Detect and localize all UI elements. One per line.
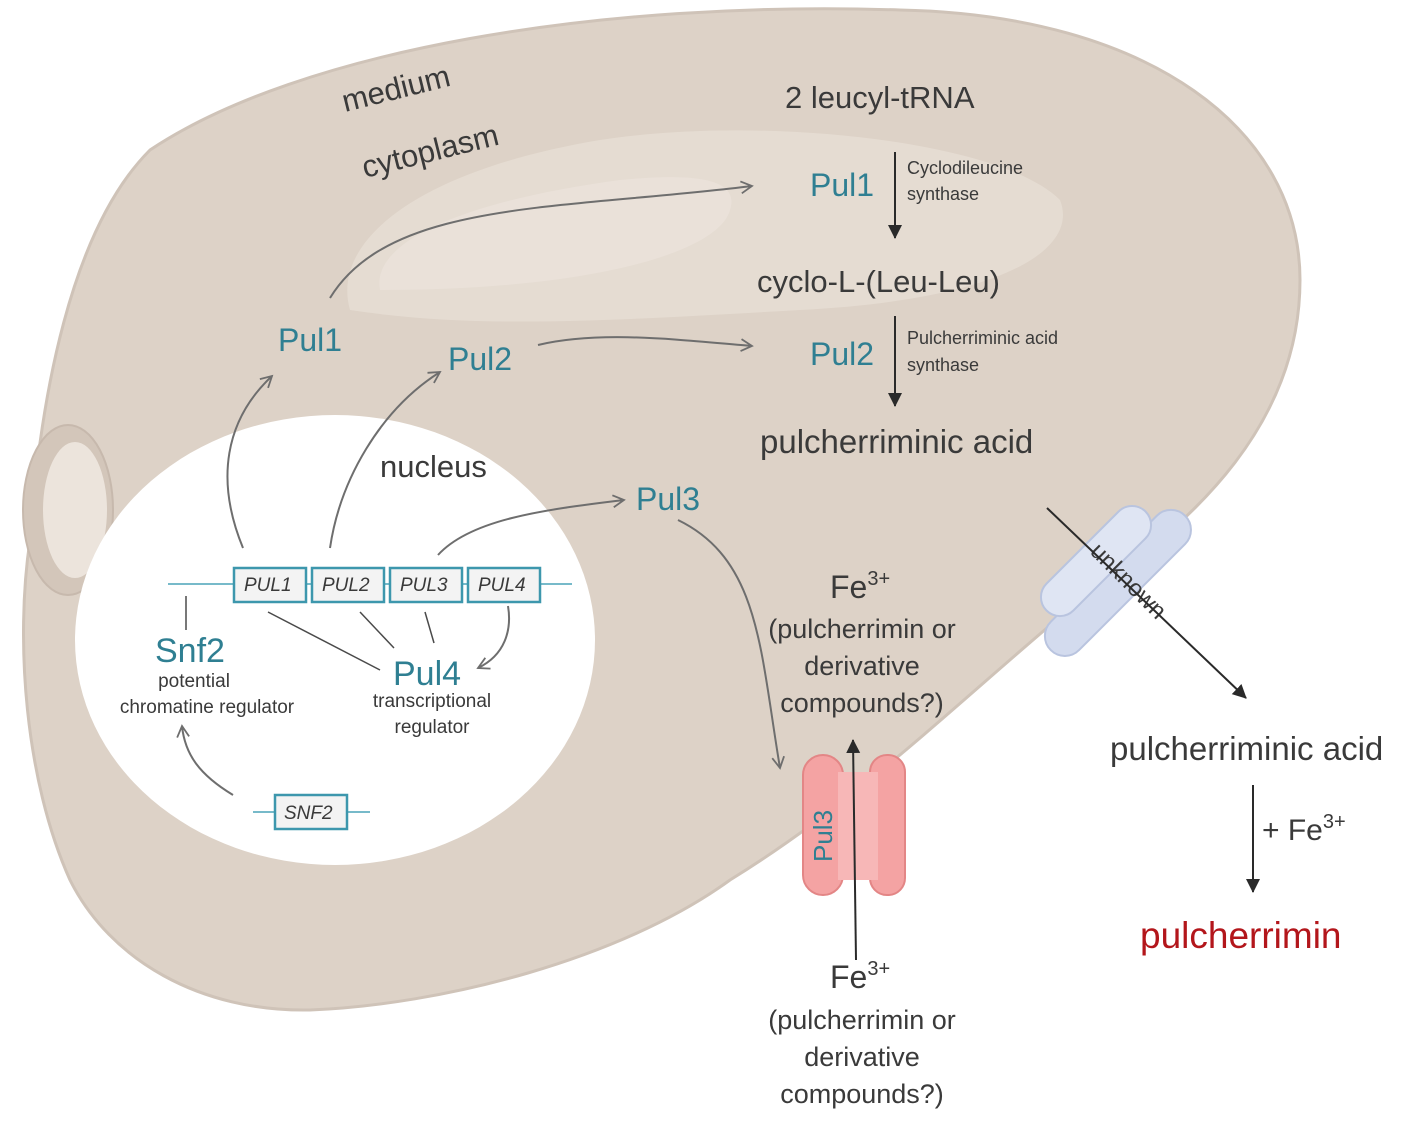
- protein-pul1: Pul1: [278, 322, 342, 358]
- nucleus-label: nucleus: [380, 449, 487, 484]
- arrow-gene-snf2-expression: [176, 724, 234, 796]
- pathway-enzyme-pul1: Pul1: [810, 167, 874, 203]
- gene-pul2: PUL2: [310, 566, 386, 604]
- gene-snf2: SNF2: [273, 793, 349, 831]
- gene-pul3: PUL3: [388, 566, 464, 604]
- arrow-pul3-to-membrane: [677, 519, 785, 770]
- gene-pul1: PUL1: [232, 566, 308, 604]
- protein-pul2: Pul2: [448, 341, 512, 377]
- gene-pul3-label: PUL3: [400, 575, 448, 596]
- arrow-gene-pul2-expression: [329, 370, 442, 549]
- iron-outside-line3: compounds?): [780, 1079, 944, 1109]
- iron-outside-fe: Fe: [830, 959, 867, 995]
- iron-inside-line3: compounds?): [780, 688, 944, 718]
- arrow-iron-import: [846, 739, 861, 961]
- pul4-role-line2: regulator: [395, 717, 471, 738]
- iron-inside-line2: derivative: [804, 651, 920, 681]
- intermediate-cyclodileucine: cyclo-L-(Leu-Leu): [757, 264, 1000, 299]
- final-product-pulcherrimin: pulcherrimin: [1140, 915, 1342, 956]
- iron-inside-symbol: Fe3+: [830, 568, 890, 605]
- iron-outside-symbol: Fe3+: [830, 958, 890, 995]
- nucleus: [75, 415, 595, 865]
- enzyme2-name-line1: Pulcherriminic acid: [907, 328, 1058, 348]
- pul4-role-line1: transcriptional: [373, 691, 491, 712]
- arrow-export-acid: [1046, 507, 1247, 699]
- iron-inside-line1: (pulcherrimin or: [768, 614, 956, 644]
- pul3-transporter-label: Pul3: [808, 810, 838, 862]
- pul4-regulates-pul3: [424, 611, 435, 644]
- iron-outside-line2: derivative: [804, 1042, 920, 1072]
- enzyme1-name-line1: Cyclodileucine: [907, 158, 1023, 178]
- arrow-pul2-to-pathway: [537, 336, 754, 352]
- pul4-regulates-pul1: [267, 611, 381, 671]
- gene-pul1-label: PUL1: [244, 575, 292, 596]
- iron-outside-sup: 3+: [867, 958, 890, 980]
- iron-inside-fe: Fe: [830, 569, 867, 605]
- pathway-enzyme-pul2: Pul2: [810, 336, 874, 372]
- iron-inside-sup: 3+: [867, 568, 890, 590]
- product-pulcherriminic-acid-outside: pulcherriminic acid: [1110, 730, 1383, 767]
- iron-binding-step-prefix: + Fe: [1262, 814, 1323, 847]
- arrow-pul1-to-pathway: [329, 180, 754, 299]
- snf2-role-line1: potential: [158, 671, 230, 692]
- iron-binding-step-sup: 3+: [1323, 811, 1346, 833]
- pul3-transporter: Pul3: [802, 754, 906, 896]
- iron-outside-line1: (pulcherrimin or: [768, 1005, 956, 1035]
- protein-snf2: Snf2: [155, 632, 225, 670]
- substrate-leucyl-trna: 2 leucyl-tRNA: [785, 80, 975, 115]
- arrow-gene-pul4-to-pul4: [476, 605, 510, 670]
- enzyme2-name-line2: synthase: [907, 355, 979, 375]
- gene-pul4-label: PUL4: [478, 575, 526, 596]
- snf2-role-line2: chromatine regulator: [120, 697, 295, 718]
- gene-pul4: PUL4: [466, 566, 542, 604]
- protein-pul4: Pul4: [393, 655, 461, 693]
- product-pulcherriminic-acid-inside: pulcherriminic acid: [760, 423, 1033, 460]
- enzyme1-name-line2: synthase: [907, 184, 979, 204]
- arrow-gene-pul3-expression: [437, 494, 626, 556]
- arrow-gene-pul1-expression: [226, 374, 274, 549]
- protein-pul3: Pul3: [636, 481, 700, 517]
- iron-binding-step: + Fe3+: [1262, 811, 1346, 847]
- pul4-regulates-pul2: [359, 611, 395, 649]
- gene-snf2-label: SNF2: [284, 803, 333, 824]
- gene-pul2-label: PUL2: [322, 575, 370, 596]
- cell-inner-highlight: [379, 177, 732, 290]
- bud-scar-inner: [43, 442, 107, 578]
